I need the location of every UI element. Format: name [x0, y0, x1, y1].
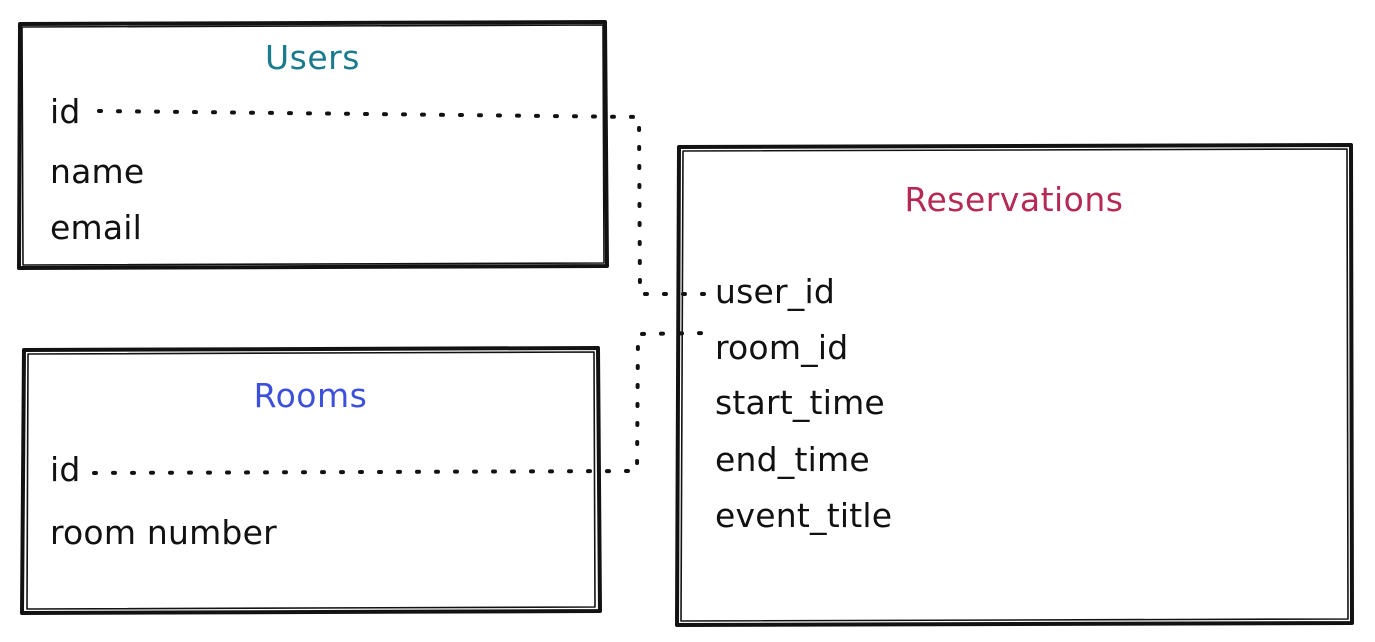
field-users-id: id [50, 92, 81, 131]
field-rooms-room-number: room number [50, 513, 277, 552]
field-reservations-event-title: event_title [715, 496, 893, 535]
entity-title-rooms: Rooms [253, 376, 368, 415]
field-users-email: email [50, 208, 143, 247]
field-reservations-user-id: user_id [715, 272, 835, 311]
field-reservations-start-time: start_time [715, 383, 885, 422]
entity-title-users: Users [265, 38, 360, 77]
field-users-name: name [50, 152, 145, 191]
field-rooms-id: id [50, 450, 81, 489]
entity-title-reservations: Reservations [904, 180, 1124, 219]
field-reservations-room-id: room_id [715, 328, 849, 367]
field-reservations-end-time: end_time [715, 440, 870, 479]
